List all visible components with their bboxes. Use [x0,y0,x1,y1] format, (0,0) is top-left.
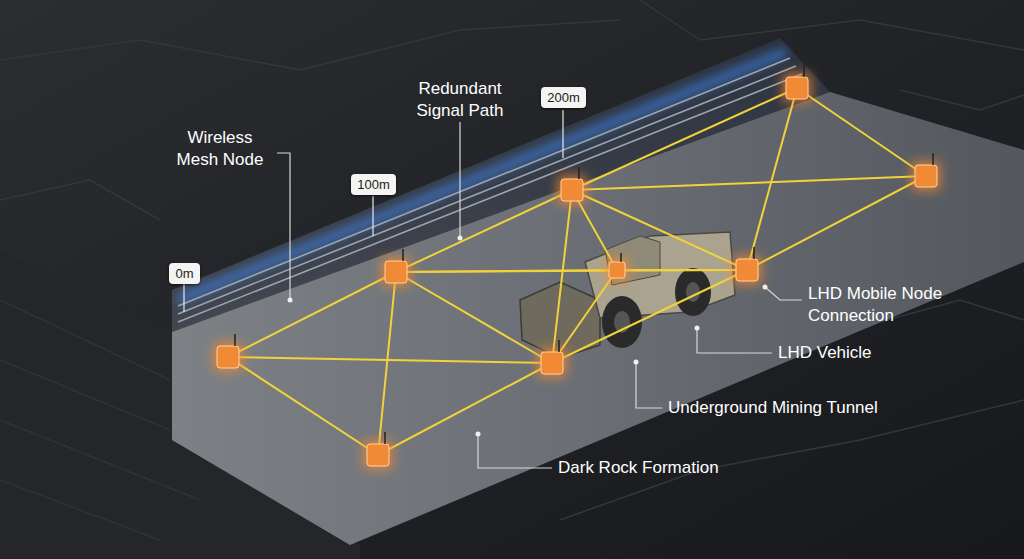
distance-marker: 0m [169,263,200,284]
part-label: LHD Mobile Node Connection [808,283,958,327]
distance-text: 0m [175,266,193,281]
distance-marker: 100m [351,174,396,195]
mesh-nodes [214,65,940,469]
lhd-vehicle [520,232,735,358]
distance-text: 200m [547,90,580,105]
distance-text: 100m [357,177,390,192]
part-label: LHD Vehicle [778,342,918,364]
distance-marker: 200m [541,87,586,108]
mesh-links [228,88,926,455]
part-label: Dark Rock Formation [558,457,758,479]
part-label: Redundant Signal Path [404,78,516,122]
strata-lines [0,300,200,540]
part-label: Underground Mining Tunnel [668,397,908,419]
tunnel-floor [172,92,1024,545]
part-label: Wireless Mesh Node [166,127,274,171]
